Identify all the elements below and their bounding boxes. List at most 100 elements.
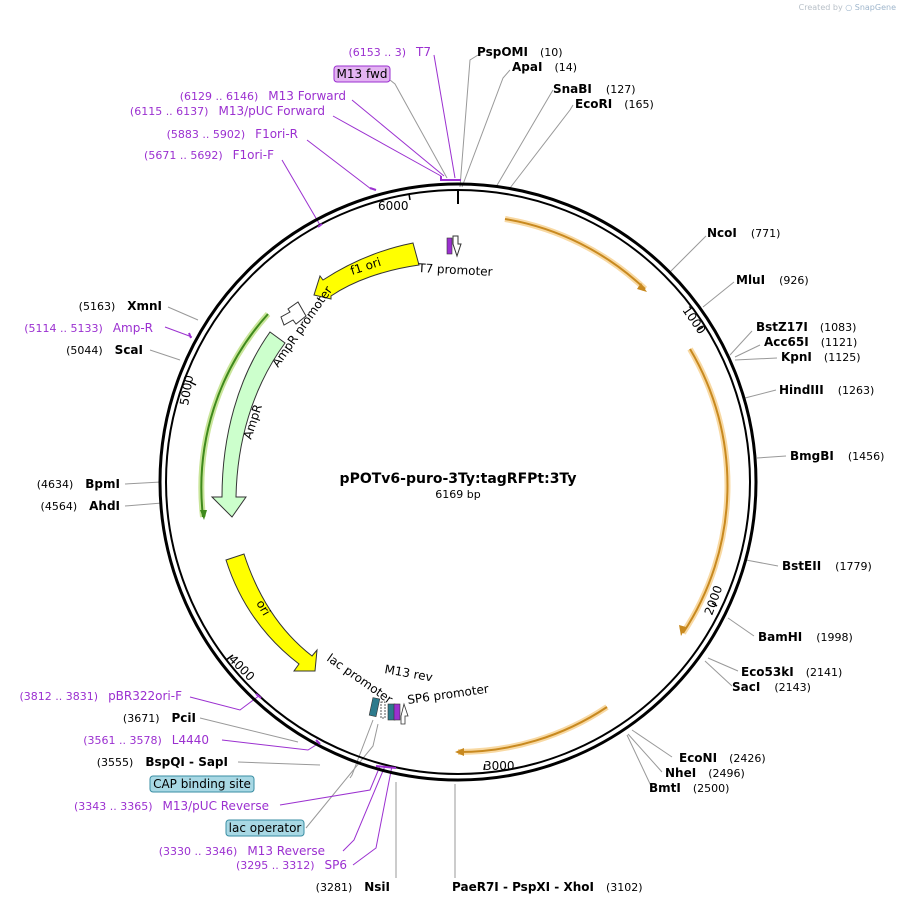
enzyme-pspomi: PspOMI (10) <box>477 45 563 59</box>
arc-3-head <box>455 748 464 756</box>
connector-f1ori-f <box>281 159 321 226</box>
enzyme-mlui: MluI(926) <box>736 273 809 287</box>
primer-amp-r-pos: (5114 .. 5133) <box>24 322 103 335</box>
connector-sp6 <box>352 765 393 866</box>
label-connectors <box>124 54 787 878</box>
backbone-outer <box>158 182 758 782</box>
enzyme-pspomi-name: PspOMI <box>477 45 528 59</box>
enzyme-saci-pos: (2143) <box>774 681 811 694</box>
primer-f1ori-r-name: F1ori-R <box>255 127 298 141</box>
connector-bmgbi <box>756 455 787 459</box>
tick-3000 <box>483 763 486 771</box>
map-title: pPOTv6-puro-3Ty:tagRFPt:3Ty <box>340 471 577 487</box>
tick-label-6000: 6000 <box>378 199 409 213</box>
m13-rev-label: M13 rev <box>383 662 433 684</box>
primer-pbr322ori-f-name: pBR322ori-F <box>108 689 182 703</box>
enzyme-pcii-name: PciI <box>172 711 197 725</box>
enzyme-bpmi-name: BpmI <box>85 477 120 491</box>
enzyme-bpmi-pos: (4634) <box>37 478 74 491</box>
primer-m13-forward: (6129 .. 6146)M13 Forward <box>180 89 346 103</box>
enzyme-eco53ki-name: Eco53kI <box>741 665 794 679</box>
enzyme-apai-pos: (14) <box>554 61 577 74</box>
enzyme-bmti: BmtI(2500) <box>649 781 729 795</box>
primer-f1ori-f: (5671 .. 5692)F1ori-F <box>144 148 274 162</box>
enzyme-nhei-pos: (2496) <box>708 767 745 780</box>
enzyme-bsteii: BstEII(1779) <box>782 559 872 573</box>
enzyme-ncoi-name: NcoI <box>707 226 737 240</box>
connector-scai <box>149 349 181 361</box>
ori-arrow <box>225 553 318 672</box>
cap-site-block <box>368 697 381 717</box>
enzyme-xhoi: PaeR7I - PspXI - XhoI(3102) <box>452 880 643 894</box>
arc-1-halo <box>504 216 648 292</box>
enzyme-ahdi: (4564)AhdI <box>41 499 120 513</box>
connector-bpmi <box>124 481 162 485</box>
enzyme-nsii: (3281)NsiI <box>316 880 390 894</box>
connector-f1ori-r <box>306 139 372 190</box>
enzyme-scai-pos: (5044) <box>66 344 103 357</box>
primer-marks <box>188 176 461 769</box>
credit: Created by ○ SnapGene <box>799 3 896 12</box>
enzyme-xhoi-pos: (3102) <box>606 881 643 894</box>
arc-2-head <box>679 625 686 636</box>
orange-arcs <box>198 216 731 756</box>
primer-t7: (6153 .. 3)T7 <box>348 45 431 59</box>
primer-f1ori-f-name: F1ori-F <box>233 148 274 162</box>
enzyme-bmgbi-pos: (1456) <box>848 450 885 463</box>
credit-brand: SnapGene <box>854 3 896 12</box>
ampr-arrow <box>210 331 286 518</box>
enzyme-eco53ki: Eco53kI(2141) <box>741 665 842 679</box>
enzyme-econi-pos: (2426) <box>729 752 766 765</box>
primer-mark-f1ori-r <box>369 187 377 191</box>
primer-l4440: (3561 .. 3578)L4440 <box>83 733 209 747</box>
primer-f1ori-r: (5883 .. 5902) F1ori-R <box>167 127 298 141</box>
primer-mark-m13-rev <box>375 765 397 769</box>
sp6-promoter-arrow <box>400 702 409 725</box>
primer-mark-pbr322 <box>255 693 262 699</box>
tick-6000 <box>408 193 411 201</box>
connector-kpni <box>734 357 778 361</box>
enzyme-xmni-name: XmnI <box>127 299 162 313</box>
enzyme-sapi: (3555)BspQI - SapI <box>97 755 228 769</box>
enzyme-nsii-pos: (3281) <box>316 881 353 894</box>
primer-l4440-pos: (3561 .. 3578) <box>83 734 162 747</box>
arc-2 <box>682 348 729 634</box>
enzyme-nhei: NheI (2496) <box>665 766 745 780</box>
enzyme-ncoi-pos: (771) <box>751 227 781 240</box>
enzyme-bstz17i: BstZ17I(1083) <box>756 320 856 334</box>
ori-label: ori <box>253 598 273 619</box>
enzyme-ncoi: NcoI (771) <box>707 226 780 240</box>
connector-bstz17i <box>729 330 753 356</box>
primer-mark-l4440 <box>315 739 321 745</box>
tick-5000 <box>189 381 197 386</box>
connector-bamhi <box>727 617 755 637</box>
connector-ahdi <box>124 502 163 507</box>
connector-lacop <box>305 723 379 829</box>
enzyme-bmgbi: BmgBI (1456) <box>790 449 884 463</box>
arc-heads <box>200 283 686 756</box>
enzyme-pspomi-pos: (10) <box>540 46 563 59</box>
enzyme-saci-name: SacI <box>732 680 760 694</box>
enzyme-bstz17i-name: BstZ17I <box>756 320 808 334</box>
primer-f1ori-r-pos: (5883 .. 5902) <box>167 128 246 141</box>
tick-2000 <box>711 602 718 607</box>
connector-mlui <box>702 281 735 308</box>
enzyme-bsteii-name: BstEII <box>782 559 821 573</box>
connector-hindiii <box>744 389 777 399</box>
ampr-promoter-arrow <box>280 301 307 326</box>
primer-t7-name: T7 <box>415 45 431 59</box>
enzyme-kpni-pos: (1125) <box>824 351 861 364</box>
connector-ncoi <box>669 235 707 273</box>
enzyme-nhei-name: NheI <box>665 766 696 780</box>
connector-m13-forward <box>351 99 445 177</box>
primer-amp-r-name: Amp-R <box>113 321 153 335</box>
primer-m13-reverse-name: M13 Reverse <box>247 844 325 858</box>
primer-connectors <box>164 54 456 866</box>
tick-label-3000: 3000 <box>484 759 515 773</box>
connector-bmti <box>626 734 653 789</box>
enzyme-snabi-name: SnaBI <box>553 82 592 96</box>
enzyme-bmgbi-name: BmgBI <box>790 449 834 463</box>
primer-m13puc-forward: (6115 .. 6137)M13/pUC Forward <box>130 104 325 118</box>
enzyme-kpni: KpnI(1125) <box>781 350 860 364</box>
